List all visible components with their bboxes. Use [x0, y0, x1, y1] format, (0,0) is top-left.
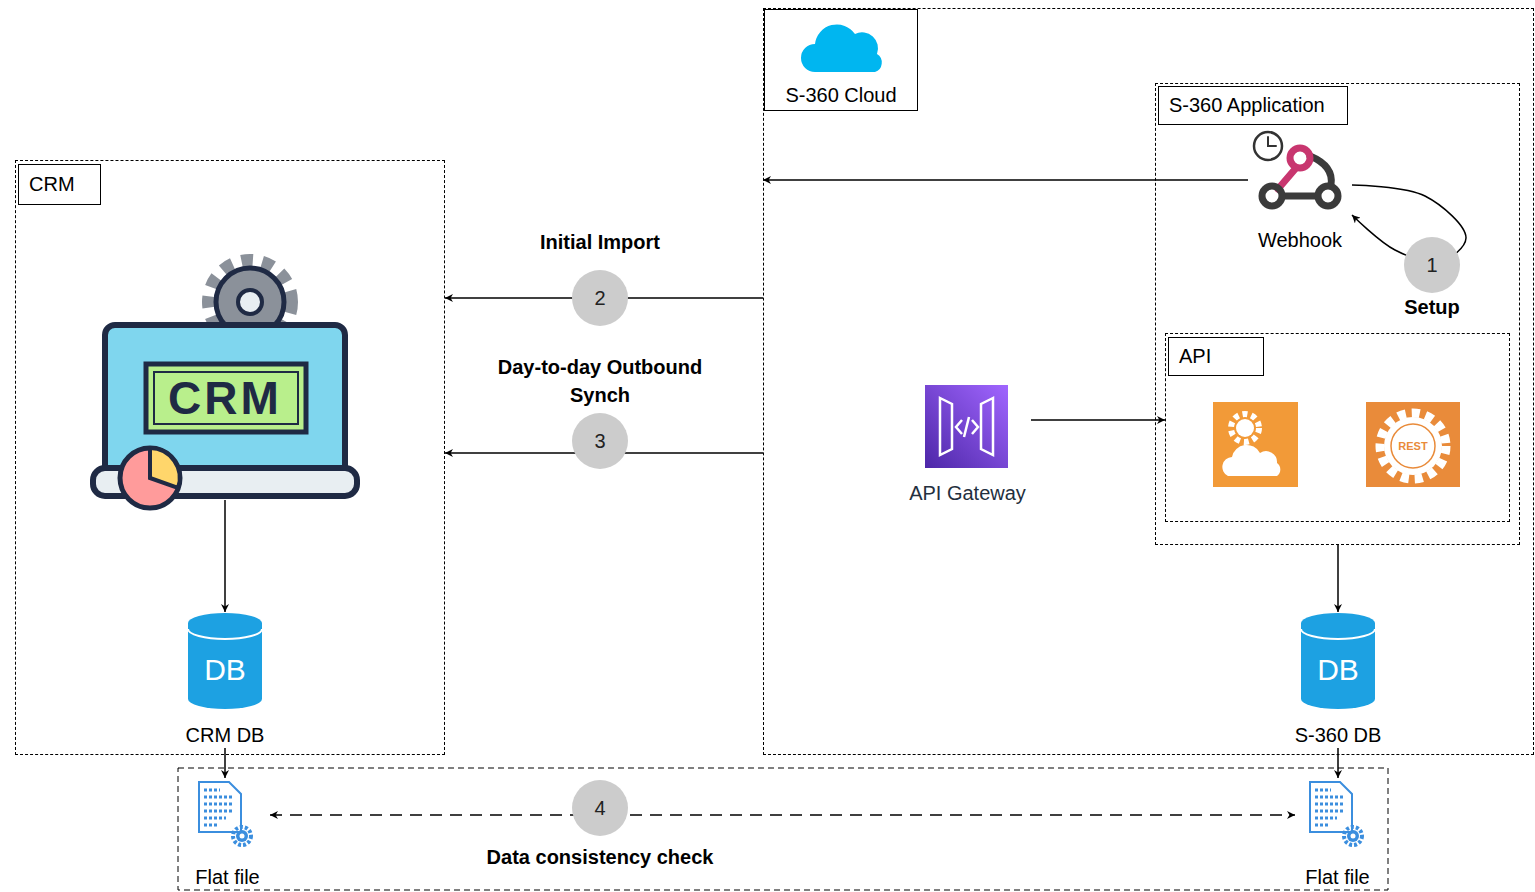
crm-region: CRM CRM DB CRM DB: [15, 160, 445, 755]
callout-number: 2: [572, 270, 628, 326]
cloud-icon: [801, 24, 882, 72]
edge-label: Initial Import: [540, 228, 660, 256]
region-heading: API: [1168, 337, 1264, 376]
rest-api-icon: [1391, 424, 1435, 468]
database-cylinder: DB CRM DB: [170, 612, 280, 748]
webhook-icon: [1290, 148, 1310, 168]
node-label: Flat file: [1305, 866, 1369, 889]
application-region: S-360 ApplicationWebhookAPI: [1155, 83, 1520, 545]
crm-illustration: [150, 448, 180, 488]
region-heading: S-360 Cloud: [764, 9, 918, 111]
api-gateway-icon: [956, 417, 978, 437]
flat-file-icon: [1351, 834, 1356, 839]
edge-label: Day-to-day Outbound Synch: [490, 353, 710, 409]
cylinder-rim: [1301, 629, 1375, 639]
rest-api-icon: [1384, 417, 1442, 475]
edge-label: Data consistency check: [487, 843, 714, 871]
cloud-icon: [801, 24, 882, 72]
connector-arrow: [224, 500, 226, 612]
crm-illustration: [120, 448, 180, 508]
db-symbol-text: DB: [1317, 653, 1359, 687]
rest-api-icon: [1366, 402, 1460, 487]
flat-file-node: Flat file: [185, 778, 270, 888]
connector-arrow: [445, 452, 763, 454]
flat-file-icon: [199, 782, 251, 845]
cylinder-rim: [188, 629, 262, 639]
webhook-icon: [1283, 193, 1317, 200]
flat-file-icon: [199, 782, 241, 832]
crm-illustration: [238, 290, 262, 314]
connector-arrow: [445, 297, 763, 299]
crm-application: CRM: [90, 265, 360, 500]
crm-illustration: [93, 262, 357, 508]
node-label: CRM DB: [186, 724, 265, 747]
region-heading: CRM: [18, 164, 101, 205]
flat-file-icon: [240, 834, 245, 839]
flat-file-icon: [1315, 790, 1343, 825]
webhook-icon: [1318, 186, 1338, 206]
callout-number: 4: [572, 780, 628, 836]
connector-arrow: [224, 748, 226, 778]
flat-file-icon: [1347, 830, 1359, 842]
flat-file-icon: [1310, 782, 1352, 832]
cylinder-body: [1301, 613, 1375, 709]
node-label: API Gateway: [909, 482, 1026, 505]
webhook-icon: [1268, 137, 1276, 146]
node-label: Flat file: [195, 866, 259, 889]
flat-file-icon: [1310, 782, 1362, 845]
flat-file-icon: [236, 830, 248, 842]
connector-arrow: [763, 179, 1248, 181]
flat-file-icon: [233, 827, 251, 845]
api-service-icon: [1213, 402, 1298, 487]
node-label: CRM: [168, 371, 282, 425]
connector-arrow: [1337, 748, 1339, 778]
crm-illustration: [146, 364, 306, 432]
api-gateway-icon: [925, 385, 1008, 468]
connector-arrow: [1352, 185, 1466, 263]
api-service-icon: [1236, 419, 1254, 437]
webhook-icon: [1262, 186, 1282, 206]
node-label: S-360 DB: [1295, 724, 1382, 747]
api-gateway-icon: [940, 398, 993, 455]
flat-file-band: [178, 768, 1388, 890]
flat-file-icon: [204, 790, 232, 825]
api-gateway-icon: [925, 385, 1008, 468]
icon-text: REST: [1398, 440, 1427, 452]
db-symbol-text: DB: [204, 653, 246, 687]
database-cylinder: DB S-360 DB: [1283, 612, 1393, 748]
node-label: Webhook: [1258, 229, 1342, 252]
api-gateway-node: API Gateway: [904, 385, 1031, 505]
flat-file-band: [178, 768, 1388, 890]
api-region: API: [1165, 333, 1510, 522]
connector-arrow: [1337, 545, 1339, 612]
cylinder-body: [188, 613, 262, 709]
rest-api-icon: [1380, 413, 1446, 479]
api-service-icon: [1231, 414, 1259, 442]
flat-file-node: Flat file: [1295, 778, 1380, 888]
api-service-icon: [1222, 445, 1280, 476]
callout-number: 1: [1404, 237, 1460, 293]
cloud-region: S-360 CloudS-360 ApplicationWebhookAPIAP…: [763, 8, 1534, 755]
crm-illustration: [154, 372, 298, 424]
edge-label: Setup: [1404, 293, 1460, 321]
webhook-icon: [1254, 132, 1282, 160]
connector-arrow: [270, 814, 1295, 816]
region-heading: S-360 Application: [1158, 86, 1348, 125]
webhook-node: Webhook: [1248, 128, 1352, 252]
connector-arrow: [1031, 419, 1165, 421]
webhook-icon: [1254, 132, 1338, 206]
rest-api-icon: [1366, 402, 1460, 487]
api-service-icon: [1213, 402, 1298, 487]
flat-file-icon: [1344, 827, 1362, 845]
callout-number: 3: [572, 413, 628, 469]
